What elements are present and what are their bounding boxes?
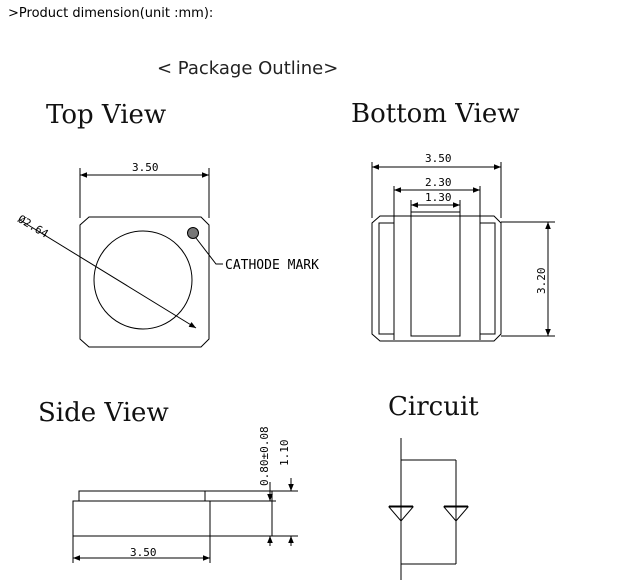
diode-1-triangle xyxy=(387,506,415,522)
bottom-view-title: Bottom View xyxy=(351,99,520,129)
side-total-height-label: 1.10 xyxy=(278,440,291,467)
bottom-inner-width-label: 1.30 xyxy=(425,191,452,204)
side-lens-layer xyxy=(78,490,273,502)
lens-circle xyxy=(93,230,193,330)
circuit-title: Circuit xyxy=(388,392,479,422)
side-thickness-label: 0.80±0.08 xyxy=(258,426,271,486)
side-view-title: Side View xyxy=(38,398,169,428)
cathode-mark-dot xyxy=(187,227,199,239)
bottom-mid-width-label: 2.30 xyxy=(425,176,452,189)
package-outline-title: < Package Outline> xyxy=(157,58,338,79)
diode-2-triangle xyxy=(442,506,470,522)
top-view-diameter-label: Ø2.64 xyxy=(15,212,50,240)
header-text: >Product dimension(unit :mm): xyxy=(8,6,214,21)
top-view-width-label: 3.50 xyxy=(132,161,159,174)
side-view-drawing xyxy=(72,478,298,563)
bottom-view-drawing xyxy=(371,162,555,342)
top-view-title: Top View xyxy=(46,100,166,130)
cathode-mark-label: CATHODE MARK xyxy=(225,258,319,273)
bottom-center-pad xyxy=(410,211,461,337)
bottom-height-label: 3.20 xyxy=(535,268,548,295)
bottom-outer-width-label: 3.50 xyxy=(425,152,452,165)
side-body xyxy=(72,500,273,537)
top-view-drawing xyxy=(19,168,223,348)
top-view-body xyxy=(79,216,210,348)
side-width-label: 3.50 xyxy=(130,546,157,559)
circuit-drawing xyxy=(387,438,470,580)
